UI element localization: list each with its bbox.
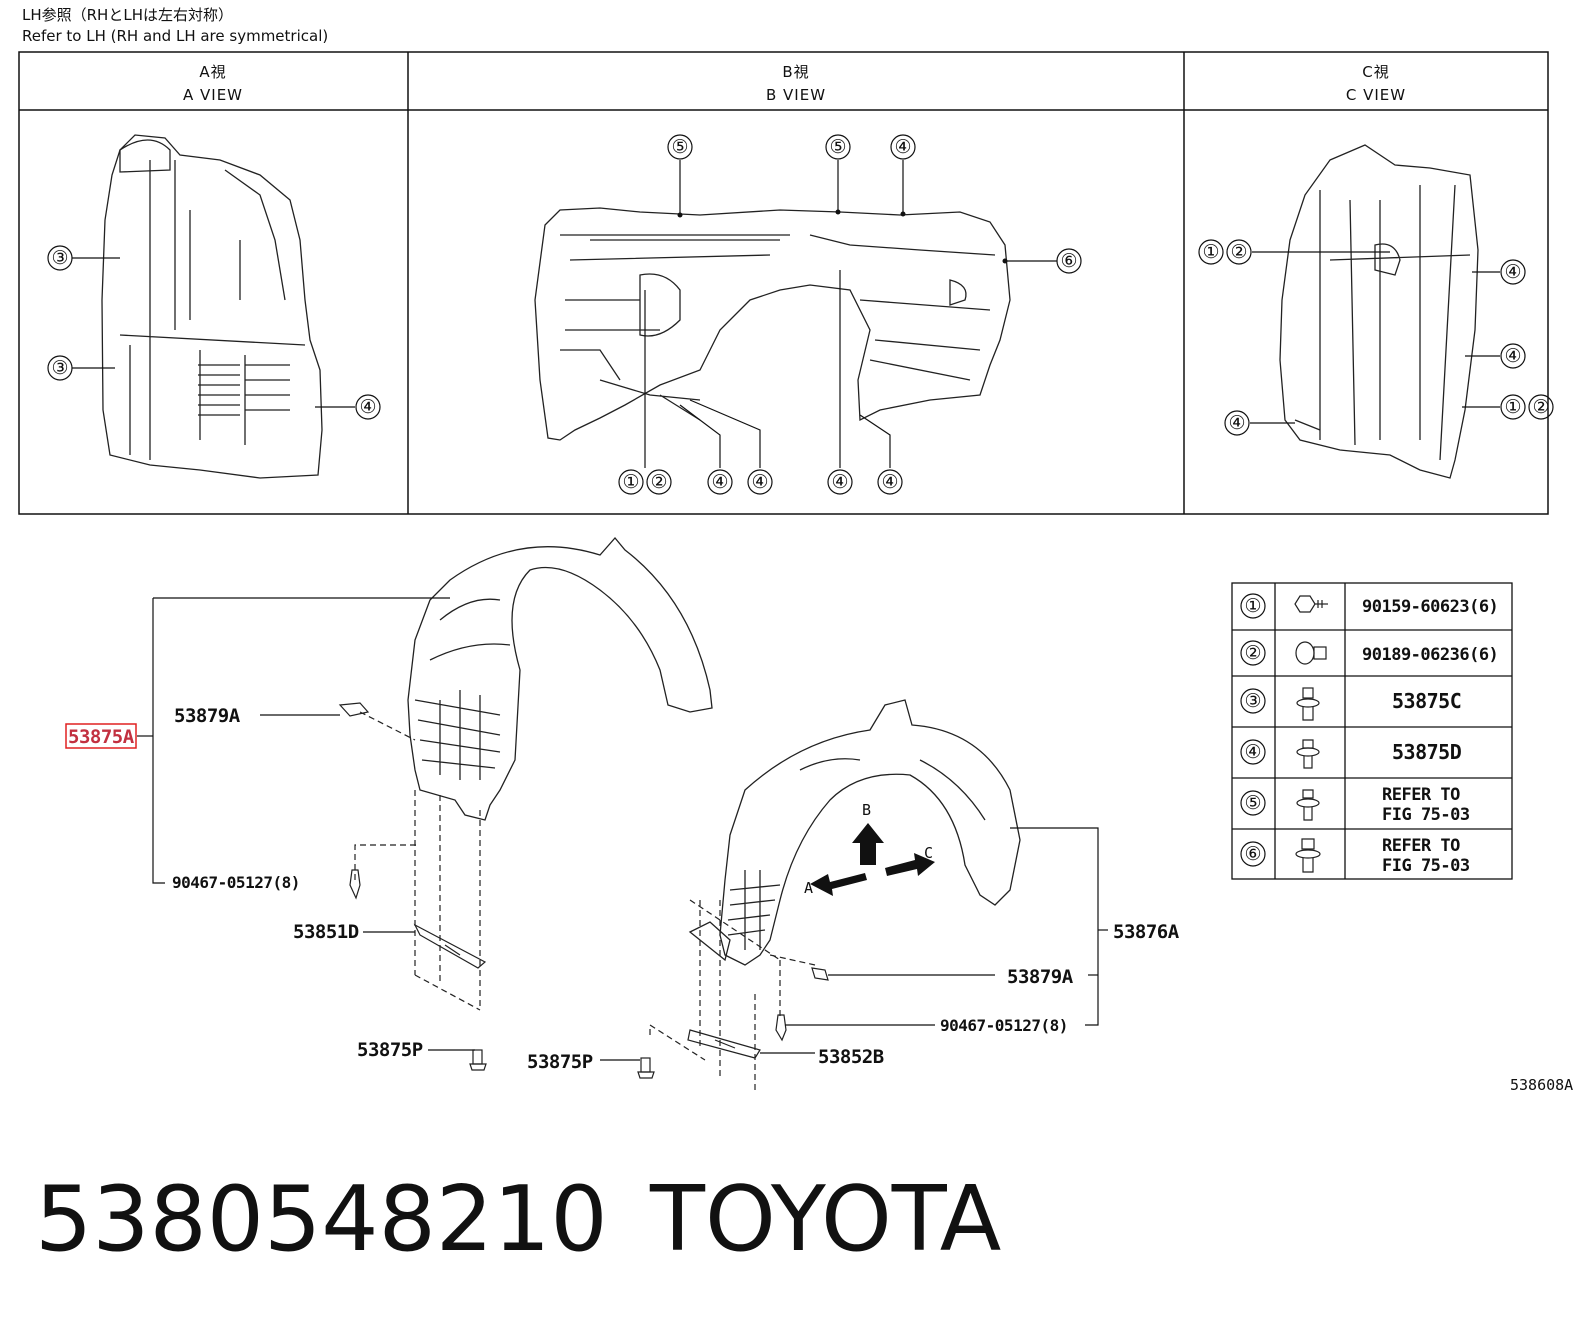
legend-num-1: ①: [1244, 595, 1261, 617]
clip-icon: [1296, 789, 1320, 821]
part-label-53876a[interactable]: 53876A: [1113, 921, 1180, 943]
view-a-caption-en: A VIEW: [183, 86, 243, 104]
view-a-drawing: [101, 134, 323, 479]
legend-part-4: 53875D: [1392, 740, 1462, 764]
view-a-caption-jp: A視: [199, 63, 226, 81]
view-b-drawing: [534, 207, 1011, 441]
legend-num-2: ②: [1244, 642, 1261, 664]
part-label-53875a[interactable]: 53875A: [68, 726, 135, 748]
view-c-caption-jp: C視: [1362, 63, 1389, 81]
clip-icon: [1296, 687, 1320, 721]
callout-1: ①: [1202, 241, 1219, 263]
legend-part-3: 53875C: [1392, 689, 1461, 713]
callout-1: ①: [622, 471, 639, 493]
callout-2: ②: [1230, 241, 1247, 263]
callout-5: ⑤: [829, 136, 846, 158]
diagram-id: 538608A: [1510, 1076, 1573, 1094]
callout-2: ②: [650, 471, 667, 493]
left-fender-liner: [407, 537, 713, 821]
callout-4: ④: [751, 471, 768, 493]
view-c-caption-en: C VIEW: [1346, 86, 1406, 104]
callout-4: ④: [831, 471, 848, 493]
highlight-box: [65, 723, 137, 749]
legend-part-6-line1: REFER TO: [1382, 836, 1460, 856]
callout-4: ④: [1228, 412, 1245, 434]
part-label-53852b[interactable]: 53852B: [818, 1046, 884, 1068]
callout-circle: [47, 245, 73, 271]
legend-part-2: 90189-06236(6): [1362, 645, 1498, 665]
legend-num-4: ④: [1244, 741, 1261, 763]
header-note-jp: LH参照（RHとLHは左右対称）: [22, 6, 233, 24]
callout-4: ④: [1504, 261, 1521, 283]
clip-icon: [1296, 739, 1320, 769]
callout-3: ③: [51, 357, 68, 379]
legend-part-1: 90159-60623(6): [1362, 597, 1498, 617]
callout-2: ②: [1532, 396, 1549, 418]
legend-num-3: ③: [1244, 690, 1261, 712]
callout-6: ⑥: [1060, 250, 1077, 272]
part-label-90467-right[interactable]: 90467-05127(8): [940, 1016, 1068, 1035]
grommet-icon: [1295, 641, 1327, 665]
callout-5: ⑤: [671, 136, 688, 158]
part-label-53875p-left[interactable]: 53875P: [357, 1039, 423, 1061]
bolt-icon: [1294, 595, 1328, 613]
footer-part-number: 5380548210: [35, 1167, 608, 1272]
direction-label-c: C: [924, 844, 933, 862]
part-label-53875p-right[interactable]: 53875P: [527, 1051, 593, 1073]
view-table: [18, 51, 1549, 515]
callout-4: ④: [1504, 345, 1521, 367]
callout-4: ④: [711, 471, 728, 493]
part-label-90467-left[interactable]: 90467-05127(8): [172, 873, 300, 892]
view-b-caption-jp: B視: [782, 63, 809, 81]
view-c-drawing: [1279, 144, 1479, 479]
direction-label-b: B: [862, 801, 871, 819]
legend-part-5-line2: FIG 75-03: [1382, 805, 1470, 825]
right-fender-liner: [688, 699, 1021, 966]
view-b-caption-en: B VIEW: [766, 86, 826, 104]
header-note-en: Refer to LH (RH and LH are symmetrical): [22, 27, 329, 45]
legend-number-circles: [1240, 593, 1266, 867]
direction-arrows: [810, 823, 935, 896]
view-c-callouts: [1198, 239, 1554, 436]
callout-3: ③: [51, 247, 68, 269]
footer-brand: TOYOTA: [650, 1167, 1002, 1272]
legend-num-5: ⑤: [1244, 792, 1261, 814]
callout-1: ①: [1504, 396, 1521, 418]
clip-icon: [1295, 838, 1321, 873]
callout-4: ④: [894, 136, 911, 158]
part-label-53879a-left[interactable]: 53879A: [174, 705, 241, 727]
callout-circle: [47, 355, 73, 381]
view-b-callouts: [618, 134, 1082, 495]
fastener-legend: [1231, 582, 1513, 880]
callout-circle: [355, 394, 381, 420]
view-a-callouts: ③ ③ ④: [47, 245, 381, 420]
legend-num-6: ⑥: [1244, 843, 1261, 865]
callout-4: ④: [359, 396, 376, 418]
direction-label-a: A: [804, 879, 813, 897]
part-label-53851d[interactable]: 53851D: [293, 921, 359, 943]
part-label-53879a-right[interactable]: 53879A: [1007, 966, 1074, 988]
callout-4: ④: [881, 471, 898, 493]
legend-part-5-line1: REFER TO: [1382, 785, 1460, 805]
legend-part-6-line2: FIG 75-03: [1382, 856, 1470, 876]
